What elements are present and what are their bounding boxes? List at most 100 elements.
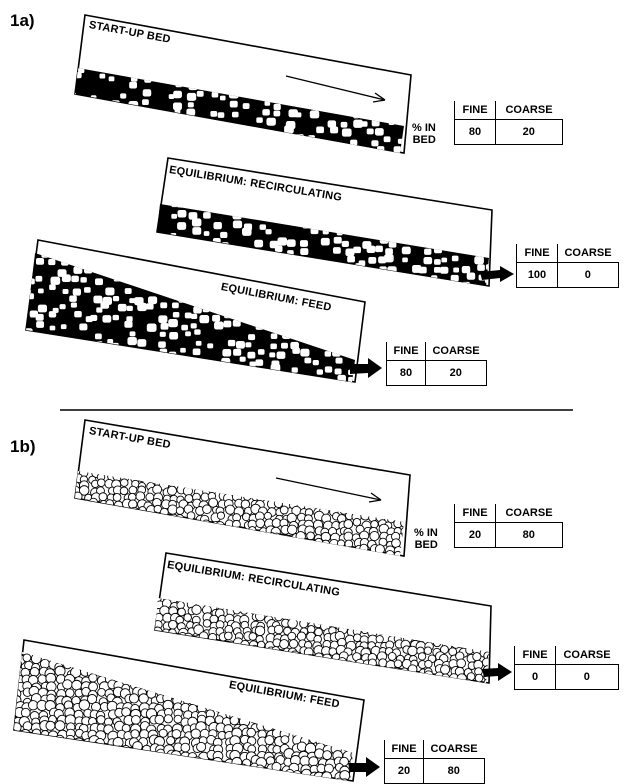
- sediment-grain: [287, 631, 297, 641]
- sediment-grain: [332, 247, 341, 254]
- sediment-grain: [434, 671, 445, 682]
- sediment-grain: [442, 627, 452, 637]
- composition-table: FINE COARSE 80 20: [454, 101, 563, 145]
- sediment-grain: [306, 472, 316, 482]
- sediment-grain: [273, 601, 284, 612]
- sediment-grain: [187, 122, 194, 128]
- sediment-grain: [212, 253, 219, 257]
- sediment-grain: [395, 283, 405, 286]
- sediment-grain: [410, 620, 420, 630]
- sediment-grain: [234, 460, 241, 467]
- sediment-grain: [161, 645, 171, 655]
- sediment-grain: [374, 212, 385, 221]
- sediment-grain: [70, 302, 77, 308]
- sediment-grain: [362, 551, 371, 556]
- sediment-grain: [168, 531, 178, 541]
- sediment-grain: [402, 607, 411, 617]
- sediment-grain: [199, 641, 209, 651]
- sediment-grain: [121, 538, 132, 549]
- sediment-grain: [130, 763, 142, 775]
- sediment-grain: [372, 678, 381, 683]
- sediment-grain: [369, 552, 379, 556]
- sediment-grain: [310, 227, 319, 235]
- sediment-grain: [168, 620, 178, 630]
- sediment-grain: [338, 494, 348, 504]
- sediment-grain: [179, 651, 189, 661]
- sediment-grain: [186, 108, 196, 117]
- fine-value: 100: [516, 262, 558, 288]
- sediment-grain: [170, 633, 181, 645]
- sediment-grain: [113, 667, 124, 677]
- sediment-grain: [314, 320, 324, 329]
- sediment-grain: [161, 651, 171, 661]
- sediment-grain: [171, 471, 181, 477]
- sediment-grain: [138, 693, 149, 704]
- sediment-grain: [247, 314, 257, 322]
- sediment-grain: [261, 270, 267, 276]
- sediment-grain: [271, 646, 281, 655]
- sediment-grain: [271, 532, 282, 543]
- sediment-grain: [311, 498, 322, 509]
- sediment-grain: [240, 606, 249, 615]
- sediment-grain: [344, 660, 354, 670]
- sediment-grain: [327, 494, 338, 505]
- sediment-grain: [158, 375, 165, 382]
- sediment-grain: [233, 665, 243, 675]
- sediment-grain: [204, 243, 212, 249]
- sediment-grain: [63, 552, 72, 561]
- sediment-grain: [172, 463, 179, 470]
- sediment-grain: [410, 614, 421, 625]
- sediment-grain: [307, 274, 317, 283]
- sediment-grain: [459, 598, 468, 601]
- sediment-grain: [313, 599, 322, 608]
- sediment-grain: [232, 247, 242, 255]
- sediment-grain: [196, 741, 207, 752]
- sediment-grain: [306, 497, 316, 508]
- sediment-grain: [78, 699, 90, 711]
- sediment-grain: [99, 538, 108, 547]
- sediment-grain: [229, 695, 241, 707]
- sediment-grain: [483, 598, 489, 602]
- sediment-grain: [387, 480, 397, 489]
- sediment-grain: [228, 135, 237, 143]
- sediment-grain: [194, 588, 202, 596]
- sediment-grain: [270, 526, 281, 538]
- sediment-grain: [313, 661, 324, 672]
- sediment-grain: [416, 672, 426, 683]
- sediment-grain: [457, 588, 465, 596]
- sediment-grain: [402, 677, 412, 683]
- sediment-grain: [467, 598, 478, 602]
- sediment-grain: [90, 314, 98, 321]
- sediment-grain: [309, 779, 320, 781]
- sediment-grain: [37, 304, 48, 313]
- sediment-grain: [79, 256, 88, 264]
- sediment-grain: [379, 492, 389, 501]
- sediment-grain: [22, 759, 33, 769]
- sediment-grain: [281, 545, 292, 556]
- sediment-grain: [281, 471, 292, 479]
- sediment-grain: [202, 504, 212, 515]
- sediment-grain: [179, 673, 188, 682]
- sediment-grain: [232, 606, 242, 615]
- sediment-grain: [243, 599, 253, 609]
- sediment-grain: [418, 618, 427, 628]
- sediment-grain: [313, 377, 319, 382]
- sediment-grain: [240, 68, 250, 73]
- sediment-grain: [113, 524, 123, 534]
- sediment-grain: [426, 679, 436, 683]
- sediment-grain: [304, 598, 314, 605]
- sediment-grain: [14, 660, 15, 672]
- sediment-grain: [196, 128, 203, 134]
- sediment-grain: [14, 717, 15, 727]
- sediment-grain: [130, 652, 140, 655]
- sediment-grain: [135, 348, 145, 357]
- sediment-grain: [216, 679, 227, 683]
- sediment-grain: [149, 241, 156, 247]
- sediment-grain: [248, 543, 259, 554]
- sediment-grain: [150, 652, 160, 658]
- sediment-grain: [319, 72, 327, 79]
- part-label-a: 1a): [10, 11, 35, 30]
- sediment-grain: [215, 266, 224, 273]
- sediment-grain: [370, 520, 379, 529]
- sediment-grain: [247, 258, 254, 264]
